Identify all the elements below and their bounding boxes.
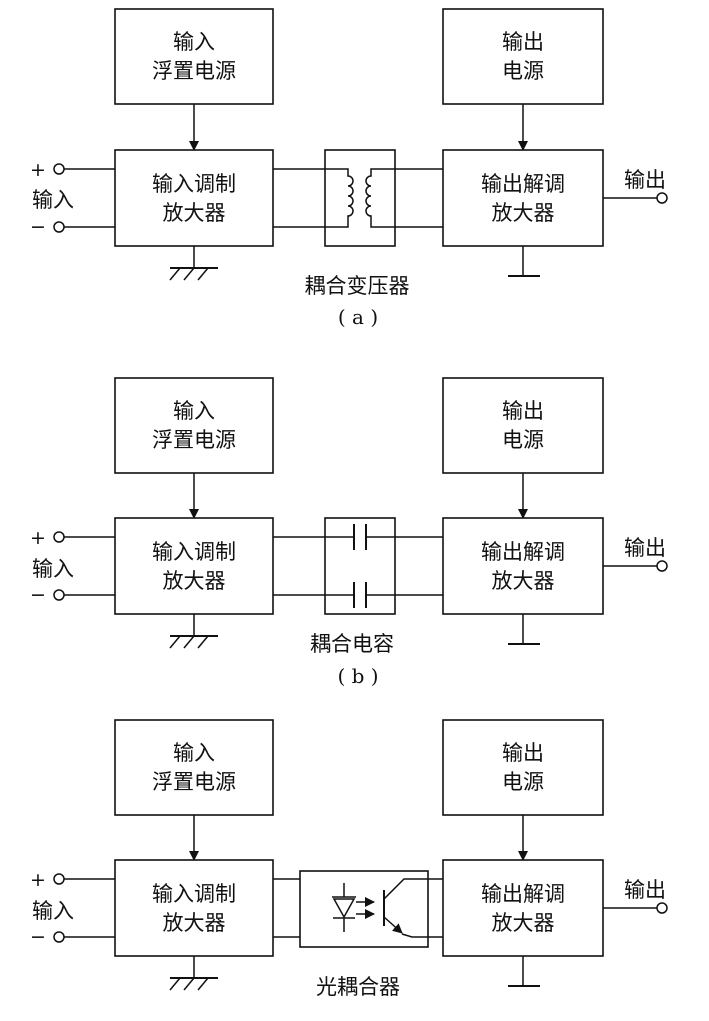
modulator-label-1: 输入调制 [152,172,236,196]
plus-sign: + [30,159,46,181]
output-terminal [656,902,668,914]
output-demodulator-amplifier-box [442,149,604,247]
ground-symbol-left [169,246,218,281]
output-demodulator-amplifier-box [442,859,604,957]
coupling-transformer-box [324,149,396,247]
output-label: 输出 [624,878,666,902]
coupler-label: 耦合电容 [310,632,394,656]
coupling-capacitor-bottom [273,582,443,608]
input-modulator-amplifier-box [114,859,274,957]
panel-c: 输入 浮置电源 输出 电源 输入调制 放大器 输出解调 放大器 + 输入 − [30,719,668,999]
output-terminal [656,560,668,572]
demodulator-label-2: 放大器 [492,569,555,593]
minus-sign: − [30,584,46,606]
input-minus-terminal [53,221,65,233]
minus-sign: − [30,216,46,238]
output-label: 输出 [624,536,666,560]
input-minus-terminal [53,589,65,601]
optocoupler-led [273,878,356,938]
input-plus-terminal [53,163,65,175]
input-label: 输入 [32,899,74,923]
optocoupler-light-arrows [356,897,375,919]
coupler-label: 耦合变压器 [305,274,410,298]
output-power-box [442,8,604,105]
demodulator-label-2: 放大器 [492,201,555,225]
optocoupler-box [299,870,429,948]
demodulator-label-2: 放大器 [492,911,555,935]
output-power-label-1: 输出 [502,30,544,54]
input-label: 输入 [32,188,74,212]
ground-symbol-left [169,956,218,991]
output-label: 输出 [624,168,666,192]
input-power-label-1: 输入 [173,399,215,423]
input-plus-terminal [53,873,65,885]
modulator-label-1: 输入调制 [152,882,236,906]
coupler-label: 光耦合器 [316,975,400,999]
output-power-label-1: 输出 [502,399,544,423]
plus-sign: + [30,527,46,549]
ground-symbol-right [508,614,540,645]
input-power-label-2: 浮置电源 [152,428,236,452]
output-power-label-1: 输出 [502,741,544,765]
output-demodulator-amplifier-box [442,517,604,615]
modulator-label-2: 放大器 [163,911,226,935]
optocoupler-phototransistor [383,878,443,938]
coupling-capacitor-box [324,517,396,615]
plus-sign: + [30,869,46,891]
output-power-label-2: 电源 [502,428,544,452]
modulator-label-1: 输入调制 [152,540,236,564]
input-power-label-2: 浮置电源 [152,770,236,794]
input-minus-terminal [53,931,65,943]
output-power-label-2: 电源 [502,770,544,794]
demodulator-label-1: 输出解调 [481,882,565,906]
coupling-transformer [273,168,443,228]
input-power-label-2: 浮置电源 [152,59,236,83]
ground-symbol-left [169,614,218,649]
modulator-label-2: 放大器 [163,201,226,225]
sub-label: ( a ) [338,305,378,329]
coupling-capacitor-top [273,524,443,550]
output-power-label-2: 电源 [502,59,544,83]
ground-symbol-right [508,956,540,987]
demodulator-label-1: 输出解调 [481,172,565,196]
modulator-label-2: 放大器 [163,569,226,593]
input-floating-power-box [114,8,274,105]
panel-b: 输入 浮置电源 输出 电源 输入调制 放大器 输出解调 放大器 + 输入 − [30,377,668,688]
sub-label: ( b ) [337,664,378,688]
input-power-label-1: 输入 [173,741,215,765]
input-modulator-amplifier-box [114,149,274,247]
output-power-box [442,377,604,474]
input-power-label-1: 输入 [173,30,215,54]
input-plus-terminal [53,531,65,543]
demodulator-label-1: 输出解调 [481,540,565,564]
input-floating-power-box [114,377,274,474]
minus-sign: − [30,926,46,948]
input-floating-power-box [114,719,274,816]
output-power-box [442,719,604,816]
input-modulator-amplifier-box [114,517,274,615]
panel-a: 输入 浮置电源 输出 电源 输入调制 放大器 输出解调 放大器 + 输入 − [30,8,668,329]
input-label: 输入 [32,557,74,581]
ground-symbol-right [508,246,540,277]
output-terminal [656,192,668,204]
